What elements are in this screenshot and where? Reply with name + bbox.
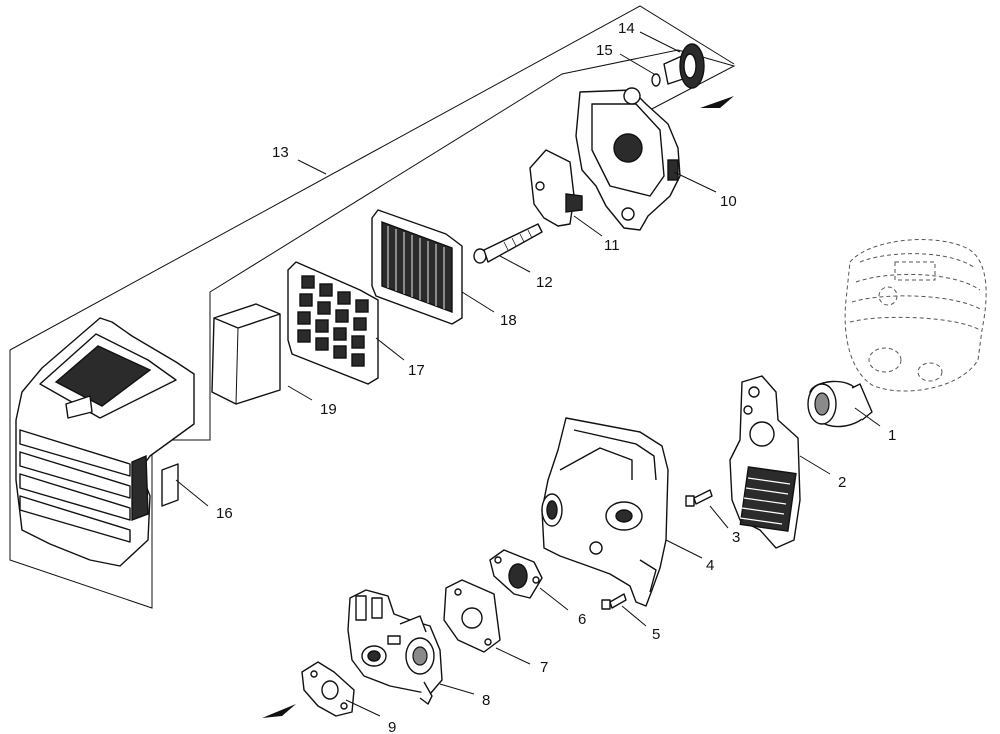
foam-pad-part-19 bbox=[211, 303, 281, 405]
direction-arrows bbox=[262, 96, 734, 718]
label-8: 8 bbox=[482, 692, 490, 709]
label-9: 9 bbox=[388, 719, 396, 734]
filter-element-part-18 bbox=[371, 209, 463, 325]
direction-arrow-icon bbox=[262, 704, 296, 718]
gasket-part-9 bbox=[301, 661, 355, 717]
label-15: 15 bbox=[596, 42, 613, 59]
insulator-plate bbox=[729, 375, 801, 549]
label-13: 13 bbox=[272, 144, 289, 161]
washer-part-15 bbox=[651, 73, 661, 87]
direction-arrow-icon bbox=[700, 96, 734, 108]
part-labels: 1 2 3 4 5 6 7 8 9 10 11 12 13 14 15 16 1… bbox=[216, 20, 896, 734]
choke-plate-part-11 bbox=[529, 149, 583, 227]
spacer-part-6 bbox=[489, 549, 543, 599]
cylinder-reference bbox=[844, 239, 987, 392]
filter-frame-part-17 bbox=[287, 261, 379, 385]
gasket-part-7 bbox=[443, 579, 501, 653]
bolt-part-3 bbox=[685, 489, 713, 507]
label-19: 19 bbox=[320, 401, 337, 418]
carburetor-part-8 bbox=[347, 589, 443, 705]
intake-manifold bbox=[807, 380, 873, 428]
label-5: 5 bbox=[652, 626, 660, 643]
air-cleaner-cover bbox=[15, 317, 195, 567]
long-bolt-part-12 bbox=[473, 223, 543, 264]
label-18: 18 bbox=[500, 312, 517, 329]
label-14: 14 bbox=[618, 20, 635, 37]
label-7: 7 bbox=[540, 659, 548, 676]
label-17: 17 bbox=[408, 362, 425, 379]
label-4: 4 bbox=[706, 557, 714, 574]
air-filter-base-part-10 bbox=[575, 87, 681, 231]
label-6: 6 bbox=[578, 611, 586, 628]
label-11: 11 bbox=[604, 237, 620, 254]
carburetor-bracket bbox=[541, 417, 669, 607]
label-1: 1 bbox=[888, 427, 896, 444]
label-2: 2 bbox=[838, 474, 846, 491]
label-part-16 bbox=[161, 463, 179, 507]
knob-part-14 bbox=[663, 43, 705, 89]
screw-part-5 bbox=[601, 593, 627, 610]
label-16: 16 bbox=[216, 505, 233, 522]
leader-lines bbox=[175, 31, 881, 717]
label-12: 12 bbox=[536, 274, 553, 291]
label-10: 10 bbox=[720, 193, 737, 210]
assembly-bracket-13 bbox=[9, 5, 736, 609]
label-3: 3 bbox=[732, 529, 740, 546]
